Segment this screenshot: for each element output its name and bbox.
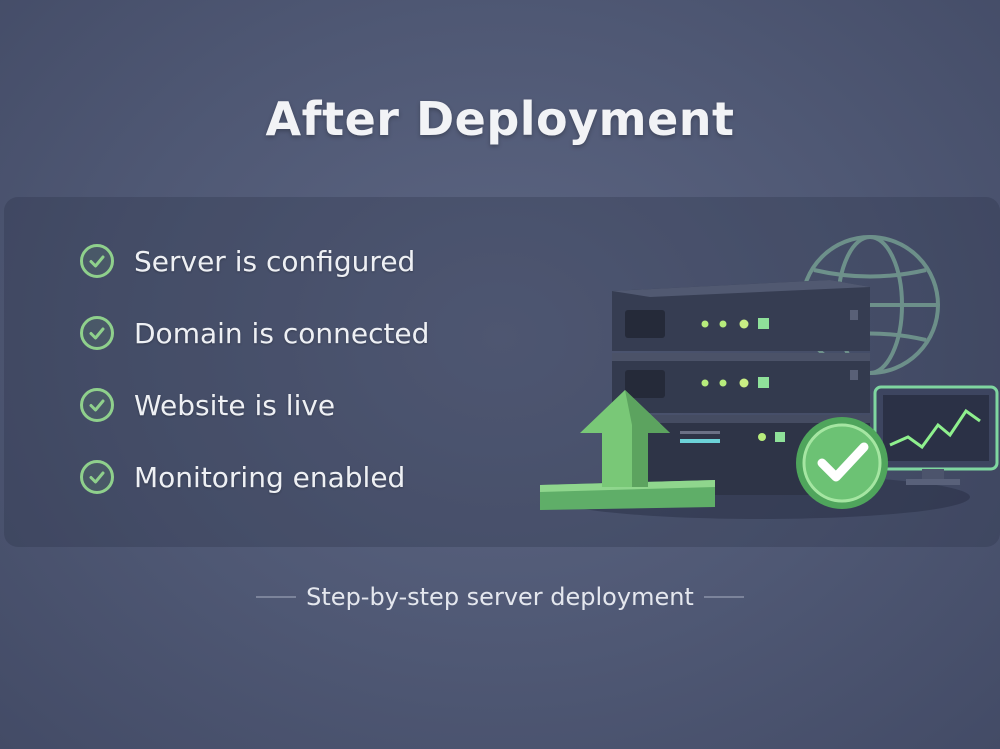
monitor-chart-icon [873, 385, 999, 485]
caption-divider-right [703, 596, 744, 598]
checkmark-badge-icon [796, 417, 888, 509]
checklist-item-server: Server is configured [80, 240, 429, 282]
checklist-label: Domain is connected [134, 316, 430, 350]
checklist-item-monitoring: Monitoring enabled [80, 456, 429, 498]
check-circle-icon [80, 388, 114, 422]
caption: Step-by-step server deployment [306, 583, 694, 611]
caption-row: Step-by-step server deployment [0, 583, 1000, 611]
server-illustration [540, 235, 999, 519]
upload-arrow-icon [540, 390, 715, 510]
checklist-item-website: Website is live [80, 384, 429, 426]
checklist-label: Server is configured [134, 244, 416, 278]
caption-divider-left [256, 596, 297, 598]
checklist-label: Monitoring enabled [134, 460, 406, 494]
check-circle-icon [80, 244, 114, 278]
check-circle-icon [80, 316, 114, 350]
page-title: After Deployment [265, 92, 735, 146]
checklist-item-domain: Domain is connected [80, 312, 429, 354]
checklist-label: Website is live [134, 388, 336, 422]
deployment-checklist: Server is configured Domain is connected… [80, 240, 429, 528]
check-circle-icon [80, 460, 114, 494]
